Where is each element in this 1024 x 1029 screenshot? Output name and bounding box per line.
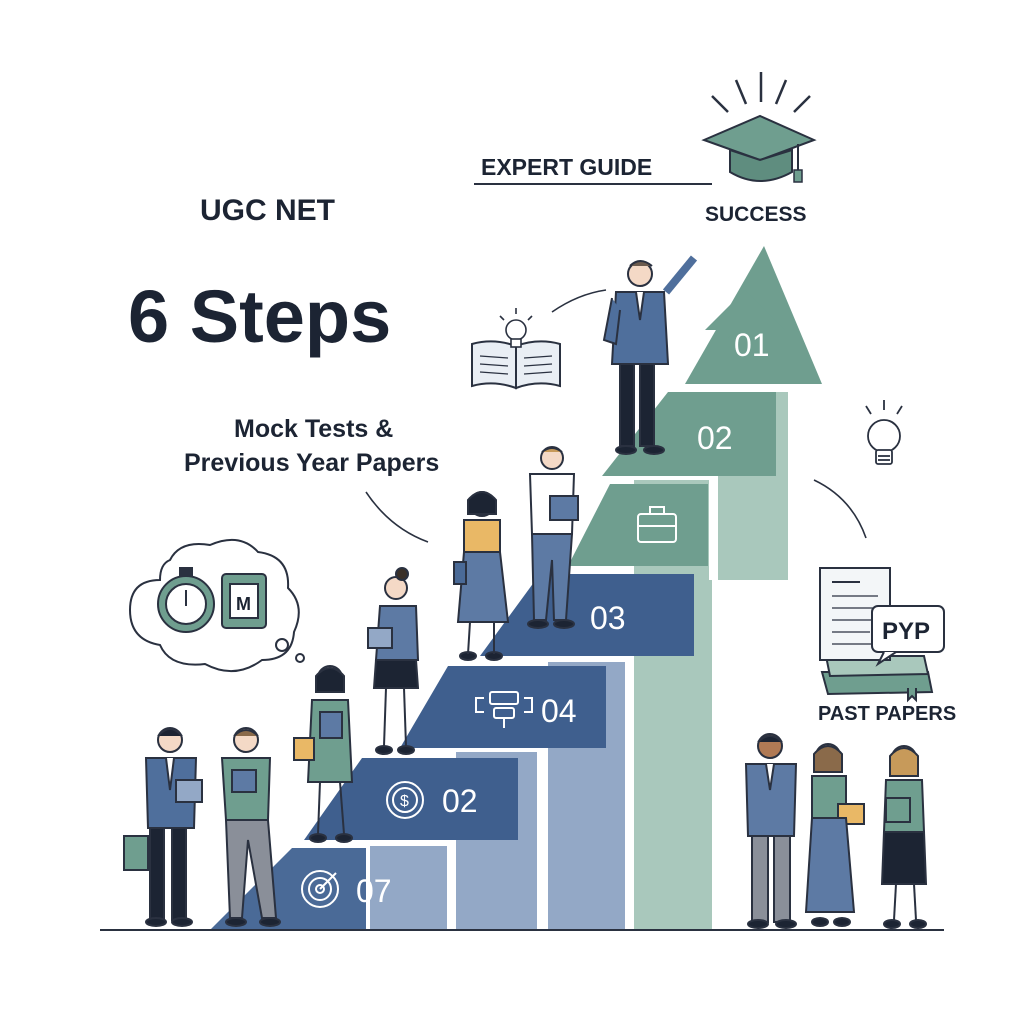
step-label-01: 01 <box>734 327 770 363</box>
briefcase-icon <box>637 506 677 543</box>
person-man-green <box>220 727 281 927</box>
person-right-woman-1 <box>804 743 865 927</box>
curve-subtitle <box>365 491 429 543</box>
person-leader <box>602 255 698 455</box>
dollar-coin-icon: $ <box>386 781 424 819</box>
person-right-woman-2 <box>880 745 928 929</box>
person-tablet-man <box>527 446 579 629</box>
step-03 <box>480 574 694 656</box>
person-right-man <box>744 733 798 929</box>
column-riser-5 <box>370 846 448 930</box>
open-book-icon <box>471 340 561 390</box>
graduation-cap-icon <box>701 72 817 183</box>
success-label: SUCCESS <box>705 203 807 226</box>
step-lower-02 <box>304 758 518 840</box>
lightbulb-icon <box>499 308 533 348</box>
stopwatch-icon <box>157 567 215 633</box>
past-papers-label: PAST PAPERS <box>818 703 956 725</box>
person-woman-yellow <box>453 491 510 661</box>
thought-bubble <box>128 538 305 673</box>
step-upper-02 <box>602 392 776 476</box>
svg-text:$: $ <box>400 793 409 810</box>
kicker-text: UGC NET <box>200 194 335 227</box>
mobile-tile-icon: M <box>221 573 267 629</box>
pyp-badge-label: PYP <box>882 618 930 645</box>
subtitle-line-1: Mock Tests & <box>234 415 393 443</box>
person-man-suit <box>123 727 203 927</box>
staircase <box>210 246 822 930</box>
step-label-lower-02: 02 <box>442 783 478 819</box>
step-label-07: 07 <box>356 873 392 909</box>
step-label-04: 04 <box>541 693 577 729</box>
lightbulb-right-icon <box>865 400 903 465</box>
step-07 <box>210 848 366 930</box>
main-title: 6 Steps <box>128 275 391 358</box>
person-woman-green <box>293 665 354 843</box>
pyp-badge: PYP <box>871 605 945 667</box>
curve-to-leader <box>551 289 607 313</box>
network-icon <box>475 691 533 728</box>
subtitle-line-2: Previous Year Papers <box>184 449 439 477</box>
thought-tile-letter: M <box>236 594 251 614</box>
curve-right <box>813 479 867 539</box>
target-icon <box>301 870 339 908</box>
step-label-upper-02: 02 <box>697 420 733 456</box>
expert-guide-label: EXPERT GUIDE <box>481 154 652 180</box>
person-woman-bun <box>367 567 420 755</box>
step-label-03: 03 <box>590 600 626 636</box>
